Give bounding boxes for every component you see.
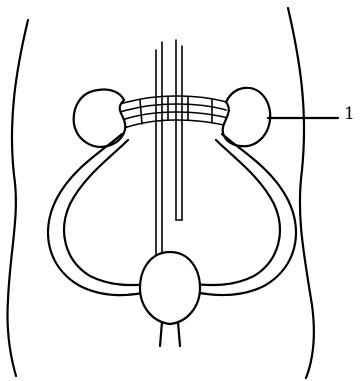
left-ureter (48, 134, 150, 295)
great-vessels (156, 40, 182, 258)
label-1: 1 (344, 104, 355, 124)
bladder (140, 252, 200, 324)
right-ureter (194, 134, 296, 295)
body-outline-left (7, 20, 28, 376)
body-outline-right (288, 8, 314, 378)
right-kidney (223, 88, 270, 146)
renal-vessels (120, 96, 228, 128)
urethra (160, 322, 180, 346)
